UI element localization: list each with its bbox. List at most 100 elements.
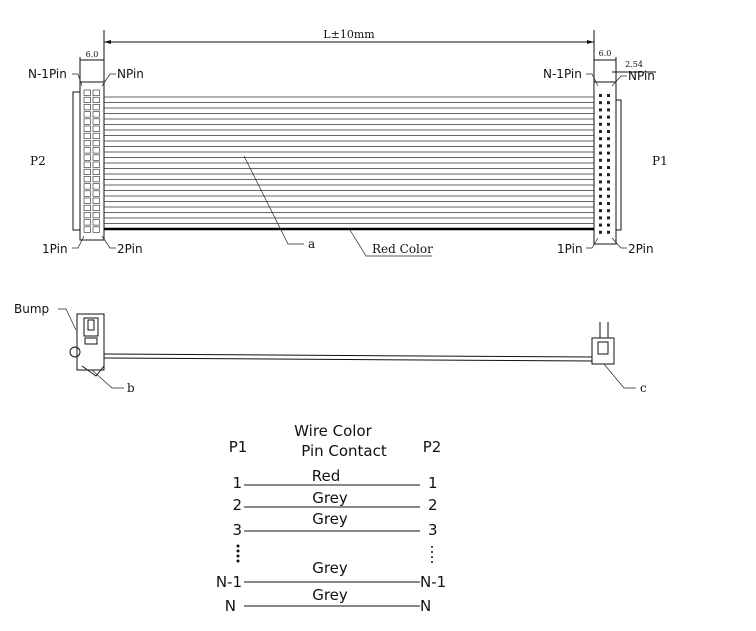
pin-cell: [92, 197, 100, 204]
pin-cell: [92, 89, 100, 96]
pin-dot: [599, 209, 602, 213]
side-left-foot: [81, 365, 105, 377]
table-title-wire-color: Wire Color: [294, 422, 372, 440]
pin-dot: [607, 180, 610, 184]
side-right-window: [597, 341, 609, 355]
pin-cell: [83, 161, 91, 168]
arrow-right: [587, 40, 594, 44]
pin-cell: [83, 89, 91, 96]
pin-cell: [92, 168, 100, 175]
callout-b-label: b: [127, 381, 135, 395]
left-connector-label: P2: [30, 154, 46, 168]
table-row-color: Red: [312, 467, 341, 485]
pin-cell: [92, 212, 100, 219]
table-row-left: 3: [232, 521, 242, 539]
continuation-dots-right: [431, 546, 433, 563]
table-row-left: N-1: [216, 573, 242, 591]
pin-cell: [92, 132, 100, 139]
pin-dot: [607, 209, 610, 213]
right-pin-1-leader: [586, 237, 599, 249]
side-left-connector: [76, 313, 105, 371]
pin-dot: [599, 115, 602, 119]
pin-cell: [83, 132, 91, 139]
pitch-label: 2.54: [625, 60, 643, 69]
pin-cell: [92, 104, 100, 111]
pin-dot: [607, 115, 610, 119]
pin-dot: [607, 230, 610, 234]
pin-dot: [599, 94, 602, 97]
callout-c-label: c: [640, 381, 647, 395]
pin-dot: [607, 137, 610, 141]
pin-dot: [607, 202, 610, 205]
table-row-color: Grey: [312, 559, 348, 577]
pin-dot: [607, 94, 610, 97]
left-connector-pins: [83, 89, 100, 233]
pin-cell: [92, 118, 100, 125]
left-pin-2: 2Pin: [117, 242, 143, 256]
callout-b-leader: [91, 369, 124, 389]
right-pin-n-leader: [611, 75, 627, 87]
pin-cell: [92, 219, 100, 226]
pin-cell: [92, 226, 100, 233]
table-row-color: Grey: [312, 489, 348, 507]
pin-dot: [607, 130, 610, 133]
pin-cell: [92, 147, 100, 154]
pin-dot: [607, 158, 610, 162]
pin-cell: [83, 118, 91, 125]
left-pin-2-leader: [101, 235, 116, 249]
pin-dot: [599, 216, 602, 220]
table-row-right: N-1: [420, 573, 446, 591]
pin-cell: [83, 204, 91, 211]
pin-dot: [599, 158, 602, 162]
pin-cell: [83, 168, 91, 175]
pin-cell: [92, 204, 100, 211]
ribbon-cable: [104, 96, 594, 224]
right-pin-n-minus-1: N-1Pin: [543, 67, 582, 81]
bump-leader: [58, 308, 77, 331]
pin-dot: [599, 194, 602, 198]
width-right-label: 6.0: [599, 49, 612, 58]
table-row-right: 3: [428, 521, 438, 539]
pin-dot: [599, 130, 602, 133]
table-row-color: Grey: [312, 586, 348, 604]
table-row-right: 2: [428, 496, 438, 514]
arrow-left: [104, 40, 111, 44]
side-cable-top: [103, 353, 593, 358]
left-pin-n: NPin: [117, 67, 144, 81]
table-left-header: P1: [229, 438, 248, 456]
pin-cell: [83, 219, 91, 226]
top-view: L±10mm 6.0 6.0 2.54 P2 P1: [28, 28, 668, 257]
pin-cell: [83, 226, 91, 233]
pin-dot: [599, 166, 602, 169]
left-pin-1-leader: [72, 235, 85, 249]
side-left-slot: [84, 337, 98, 345]
pin-cell: [83, 96, 91, 103]
table-row-right: 1: [428, 474, 438, 492]
right-pin-1: 1Pin: [557, 242, 583, 256]
left-pin-n-minus-1: N-1Pin: [28, 67, 67, 81]
pin-dot: [607, 108, 610, 112]
pin-dot: [599, 151, 602, 155]
left-connector: [72, 81, 105, 241]
table-row-right: N: [420, 597, 431, 615]
pin-dot: [607, 166, 610, 169]
pin-cell: [92, 183, 100, 190]
callout-c-leader: [603, 363, 636, 389]
bump-label: Bump: [14, 302, 49, 316]
pin-dot: [599, 223, 602, 227]
table-row-left: 1: [232, 474, 242, 492]
pin-dot: [599, 108, 602, 112]
pin-cell: [92, 140, 100, 147]
length-label: L±10mm: [323, 28, 375, 41]
pin-dot: [607, 101, 610, 105]
side-left-pin: [87, 319, 95, 331]
pin-dot: [599, 173, 602, 177]
pin-cell: [92, 190, 100, 197]
left-pin-1: 1Pin: [42, 242, 68, 256]
right-pin-2: 2Pin: [628, 242, 654, 256]
pin-dot: [607, 187, 610, 191]
pin-cell: [92, 176, 100, 183]
pin-cell: [83, 154, 91, 161]
right-connector: [593, 81, 622, 245]
